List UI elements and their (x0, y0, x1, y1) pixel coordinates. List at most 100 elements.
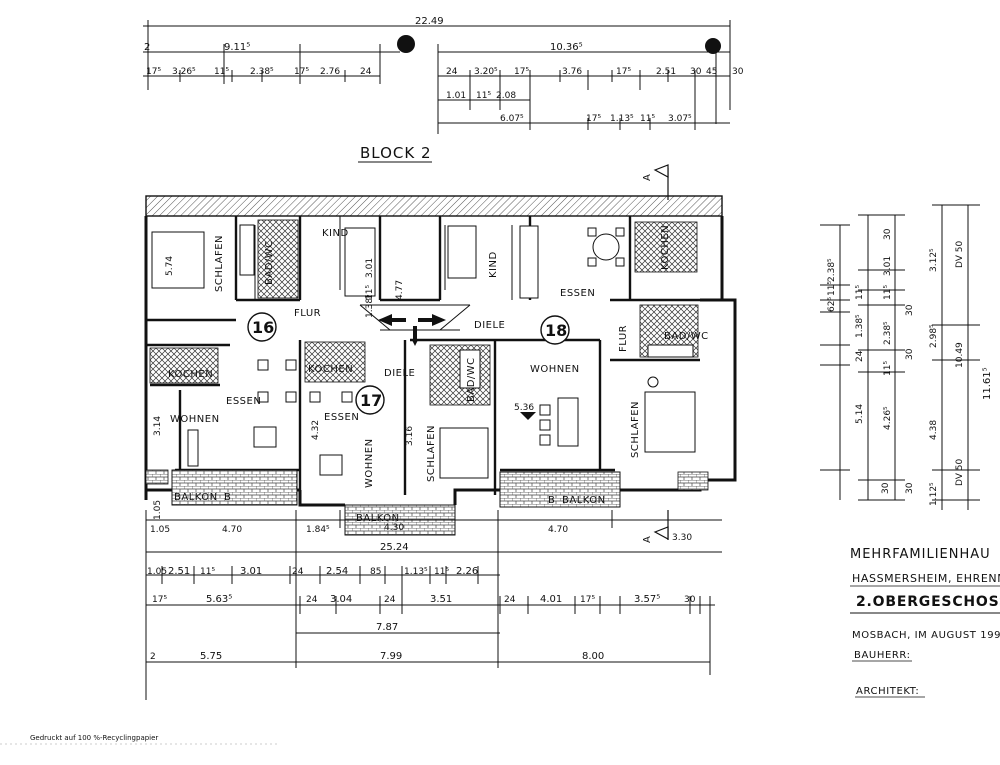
dim-label: 4.70 (222, 525, 242, 535)
dim-label: 2.51 (168, 566, 190, 577)
dim-label: 11⁵ (883, 361, 893, 376)
room-label: KIND (488, 251, 499, 278)
dim-label: 30 (732, 67, 744, 77)
dim-label: 3.04 (330, 594, 352, 605)
dim-label: 7.99 (380, 651, 402, 662)
dim-label: 4.70 (548, 525, 568, 535)
room-label: SCHLAFEN (214, 235, 225, 292)
dim-label: 24 (292, 567, 304, 577)
dim-label: 2.08 (496, 91, 516, 101)
dim-label: 5.74 (165, 256, 175, 276)
bottom-dimension-chains (145, 510, 722, 700)
dim-label: 5.36 (514, 403, 534, 413)
top-dimension-labels: 22.49 2 9.11⁵ 10.36⁵ 17⁵ 3.26⁵ 11⁵ 2.38⁵… (144, 16, 744, 124)
dim-label: 11⁵ (200, 567, 215, 577)
dim-label: 10.36⁵ (550, 42, 583, 53)
dim-label: 62⁵ (827, 297, 837, 312)
dim-label: 11⁵ (476, 91, 491, 101)
dim-label: 2 (144, 42, 150, 53)
room-label: KIND (322, 228, 349, 239)
dim-label: 2.38⁵ (883, 321, 893, 345)
dim-label: 4.01 (540, 594, 562, 605)
room-label: BAD/WC (664, 331, 709, 342)
dim-label: 4.30 (384, 523, 404, 533)
balkon-mark: B (548, 495, 555, 506)
dim-label: 30 (905, 348, 915, 360)
dim-label: 3.30 (672, 533, 692, 543)
dim-label: 3.14 (153, 416, 163, 436)
unit-number-16: 16 (252, 318, 274, 337)
section-label: A (642, 174, 653, 181)
top-total-dim: 22.49 (415, 16, 444, 27)
dim-label: 4.26⁵ (883, 406, 893, 430)
dim-label: 3.57⁵ (634, 594, 660, 605)
dim-label: 3.12⁵ (929, 248, 939, 272)
dim-label: 30 (690, 67, 702, 77)
dim-label: 2 (150, 652, 156, 662)
dim-label: 17⁵ (294, 67, 309, 77)
bottom-dimension-labels: 1.05 4.70 1.84⁵ 4.30 4.70 3.30 25.24 1.0… (147, 523, 696, 662)
dim-label: 45 (706, 67, 717, 77)
dim-label: 1.05 (150, 525, 170, 535)
dim-label: 3.07⁵ (668, 114, 692, 124)
dim-label: 30 (684, 595, 696, 605)
room-labels: SCHLAFEN BAD/WC KIND FLUR KOCHEN ESSEN W… (168, 225, 709, 524)
room-label: BALKON (562, 495, 606, 506)
room-label: BALKON (174, 492, 218, 503)
dim-label: 1.01 (446, 91, 466, 101)
dim-label: 30 (881, 482, 891, 494)
dim-label: 2.38⁵ (827, 258, 837, 282)
dim-label: 30 (905, 304, 915, 316)
title-block: MEHRFAMILIENHAU HASSMERSHEIM, EHRENMA 2.… (850, 547, 1000, 698)
recycling-note: Gedruckt auf 100 %-Recyclingpapier (30, 734, 158, 742)
room-label: BAD/WC (466, 357, 477, 402)
room-label: BAD/WC (264, 240, 275, 285)
dim-label: 9.11⁵ (224, 42, 250, 53)
dim-label: 17⁵ (514, 67, 529, 77)
side-dimension-chains (820, 204, 980, 510)
dim-label: 10.49 (955, 342, 965, 368)
room-label: BALKON (356, 513, 400, 524)
dim-label: 4.32 (311, 420, 321, 440)
unit-markers: 16 17 18 (247, 312, 570, 415)
dim-label: 1.38⁵ (855, 314, 865, 338)
dim-label: 3.01 (365, 258, 375, 278)
block-title: BLOCK 2 (360, 144, 432, 162)
dim-label: DV 50 (955, 458, 965, 486)
punch-hole-left (397, 35, 415, 53)
room-label: FLUR (294, 308, 321, 319)
dim-label: 8.00 (582, 651, 604, 662)
unit-number-17: 17 (360, 391, 382, 410)
dim-label: 11⁵ (365, 285, 375, 300)
balkon-mark: B (224, 492, 231, 503)
dim-label: 11.61⁵ (982, 367, 993, 400)
balcony-18 (499, 471, 621, 508)
bottom-total-dim: 25.24 (380, 542, 409, 553)
dim-label: 24 (360, 67, 372, 77)
dim-label: 2.76 (320, 67, 340, 77)
interior-dims: 5.74 3.01 11⁵ 1.38⁵ 4.77 3.14 4.32 3.16 … (153, 256, 534, 520)
dim-label: 6.07⁵ (500, 114, 524, 124)
room-label: SCHLAFEN (426, 425, 437, 482)
room-label: WOHNEN (364, 438, 375, 488)
dim-label: 30 (905, 482, 915, 494)
dim-label: 17⁵ (152, 595, 167, 605)
dim-label: 24 (306, 595, 318, 605)
dim-label: 24 (446, 67, 458, 77)
dim-label: 3.16 (405, 426, 415, 446)
kitchen-tiles-18 (634, 221, 698, 273)
client-label: BAUHERR: (854, 650, 911, 661)
dim-label: 3.20⁵ (474, 67, 498, 77)
dim-label: 3.51 (430, 594, 452, 605)
section-label: A (642, 536, 653, 543)
dim-label: 2.38⁵ (250, 67, 274, 77)
dim-label: 11⁵ (855, 285, 865, 300)
kitchen-tiles-17 (304, 341, 366, 383)
dim-label: 4.38 (929, 420, 939, 440)
dim-label: 24 (384, 595, 396, 605)
architect-label: ARCHITEKT: (856, 686, 919, 697)
room-label: WOHNEN (530, 364, 580, 375)
dim-label: 17⁵ (616, 67, 631, 77)
project-location: HASSMERSHEIM, EHRENMA (852, 572, 1000, 585)
